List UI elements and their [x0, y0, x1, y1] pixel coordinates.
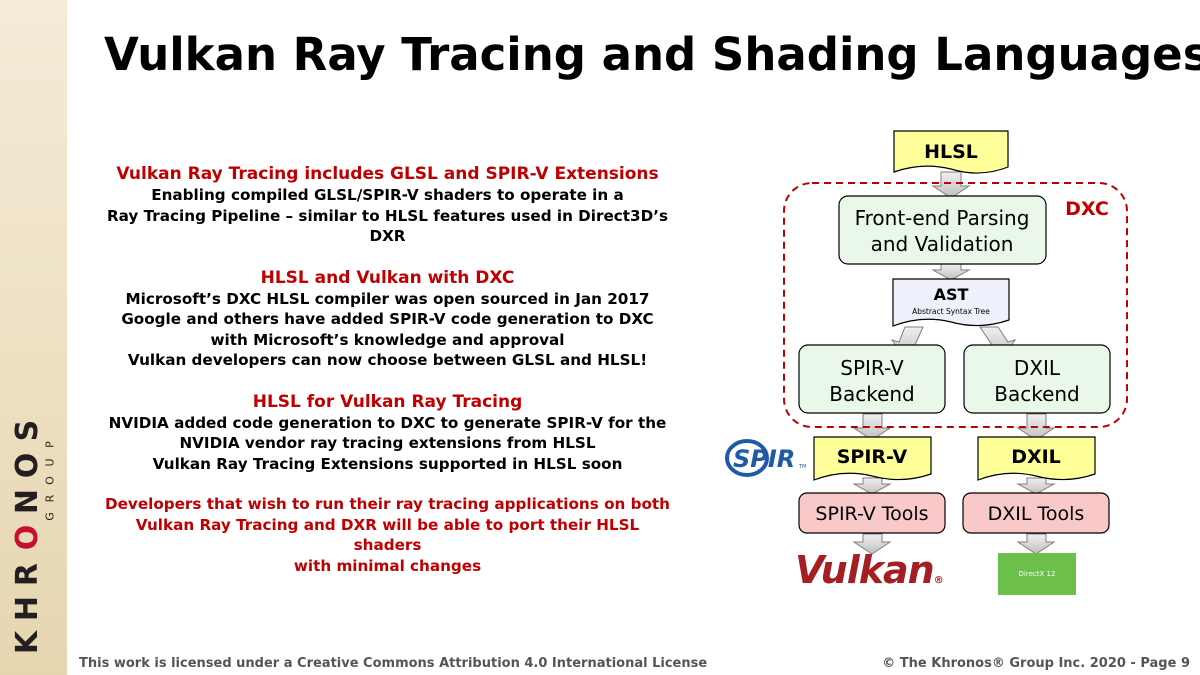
ast-sublabel: Abstract Syntax Tree	[912, 307, 990, 316]
frontend-label: Front-end Parsing	[855, 206, 1030, 230]
dxil-tools-box	[962, 492, 1110, 534]
dxil-backend-box	[963, 344, 1111, 414]
hlsl-doc	[893, 130, 1009, 174]
section-heading: Vulkan Ray Tracing includes GLSL and SPI…	[116, 164, 659, 184]
copyright-footer: © The Khronos® Group Inc. 2020 - Page 9	[882, 656, 1190, 671]
section-line: Enabling compiled GLSL/SPIR-V shaders to…	[151, 186, 624, 204]
arrow-hlsl-frontend	[931, 171, 971, 199]
ast-doc	[892, 278, 1010, 327]
spirv-backend-box	[798, 344, 946, 414]
section-line: with Microsoft’s knowledge and approval	[210, 330, 565, 349]
arrow-frontend-ast	[931, 263, 971, 281]
ast-label: AST	[934, 285, 969, 304]
spir-logo-text: SPIR	[733, 445, 795, 473]
section-line: Microsoft’s DXC HLSL compiler was open s…	[125, 289, 650, 308]
spirv-label: SPIR-V	[837, 446, 908, 468]
section-line: Vulkan Ray Tracing Extensions supported …	[152, 454, 623, 473]
arrow-spirv-backend-spirv	[852, 413, 892, 441]
spir-logo-tm: TM	[798, 464, 806, 470]
content-text: Vulkan Ray Tracing includes GLSL and SPI…	[100, 163, 675, 576]
conclusion-line: Vulkan Ray Tracing and DXR will be able …	[135, 515, 640, 555]
hlsl-label: HLSL	[924, 141, 978, 163]
spirv-tools-box	[798, 492, 946, 534]
section-line: NVIDIA vendor ray tracing extensions fro…	[179, 434, 596, 452]
section-line: Vulkan developers can now choose between…	[127, 351, 648, 369]
dxil-tools-label: DXIL Tools	[988, 503, 1085, 525]
section-line: NVIDIA added code generation to DXC to g…	[108, 413, 667, 432]
arrow-spirv-tools-vulkan	[852, 533, 892, 555]
frontend-label: and Validation	[871, 232, 1014, 256]
vulkan-logo: Vulkan®	[795, 548, 944, 592]
dxil-backend-label: DXIL	[1014, 356, 1061, 380]
dxil-label: DXIL	[1011, 446, 1061, 468]
section-line: Google and others have added SPIR-V code…	[121, 310, 654, 328]
license-footer: This work is licensed under a Creative C…	[79, 656, 708, 671]
section-heading: HLSL for Vulkan Ray Tracing	[252, 391, 523, 412]
dxc-region	[783, 182, 1128, 428]
conclusion-line: with minimal changes	[293, 556, 482, 575]
frontend-box	[838, 195, 1047, 265]
khronos-sidebar: K H R O N O S ® G R O U P	[0, 0, 67, 675]
spirv-backend-label: Backend	[829, 382, 915, 406]
arrow-dxil-tools	[1016, 477, 1056, 495]
dxc-label: DXC	[1065, 198, 1109, 220]
section-heading: HLSL and Vulkan with DXC	[260, 267, 515, 288]
dxil-backend-label: Backend	[994, 382, 1080, 406]
section-line: Ray Tracing Pipeline – similar to HLSL f…	[106, 206, 669, 246]
page-title: Vulkan Ray Tracing and Shading Languages	[104, 28, 1200, 81]
vulkan-logo-reg: ®	[933, 575, 944, 586]
spirv-doc	[813, 436, 932, 481]
directx12-logo: DirectX 12	[998, 553, 1076, 595]
arrow-dxil-tools-dx12	[1016, 533, 1056, 555]
arrow-spirv-tools	[852, 477, 892, 495]
spirv-backend-label: SPIR-V	[840, 356, 904, 380]
dxil-doc	[977, 436, 1096, 481]
vulkan-logo-text: Vulkan	[795, 548, 935, 592]
spir-logo: SPIR TM	[725, 439, 806, 477]
spirv-tools-label: SPIR-V Tools	[815, 503, 928, 525]
conclusion-line: Developers that wish to run their ray tr…	[105, 495, 670, 513]
